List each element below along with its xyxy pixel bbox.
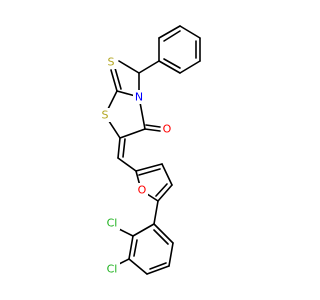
- bond: [133, 239, 138, 257]
- bond: [117, 157, 137, 172]
- bond: [138, 60, 160, 74]
- bond: [153, 200, 159, 225]
- chlorine-ortho-label: Cl: [107, 217, 118, 230]
- chlorine-ortho-atom: Cl: [104, 216, 120, 230]
- bond: [128, 235, 134, 260]
- ring-nitrogen-atom: N: [133, 90, 145, 104]
- bond: [179, 60, 201, 74]
- bond: [153, 223, 174, 244]
- bond: [138, 168, 161, 176]
- bond: [161, 163, 173, 186]
- bond: [149, 262, 167, 270]
- ring-sulfur-atom: S: [99, 108, 111, 122]
- bond: [114, 67, 122, 90]
- bond: [163, 30, 181, 42]
- bond: [119, 128, 146, 139]
- bond: [118, 60, 140, 74]
- bond: [155, 183, 168, 197]
- bond: [163, 58, 181, 69]
- bond: [128, 258, 148, 275]
- bond: [179, 25, 201, 39]
- bond: [168, 242, 174, 267]
- bond: [132, 223, 155, 237]
- bond: [158, 25, 181, 39]
- furan-oxygen-atom: O: [136, 183, 148, 197]
- chlorine-para-atom: Cl: [104, 262, 120, 276]
- chlorine-para-label: Cl: [107, 263, 118, 276]
- thione-sulfur-atom: S: [105, 55, 117, 69]
- bond: [122, 138, 126, 158]
- atom-labels: S N S O O Cl Cl: [99, 55, 173, 276]
- ring-nitrogen-label: N: [135, 91, 143, 104]
- bond: [110, 69, 118, 92]
- bond: [157, 184, 173, 202]
- ring-sulfur-label: S: [102, 109, 109, 122]
- bond: [153, 229, 169, 245]
- bond: [146, 265, 170, 275]
- furan-oxygen-label: O: [138, 184, 147, 197]
- bond: [144, 128, 161, 132]
- bond: [158, 60, 181, 74]
- bond: [145, 124, 161, 128]
- bond: [117, 137, 121, 159]
- bond: [135, 163, 163, 172]
- carbonyl-oxygen-atom: O: [161, 122, 173, 136]
- carbonyl-oxygen-label: O: [163, 123, 172, 136]
- bonds: [104, 25, 201, 275]
- thione-sulfur-label: S: [108, 56, 115, 69]
- molecule-diagram: S N S O O Cl Cl: [99, 25, 201, 276]
